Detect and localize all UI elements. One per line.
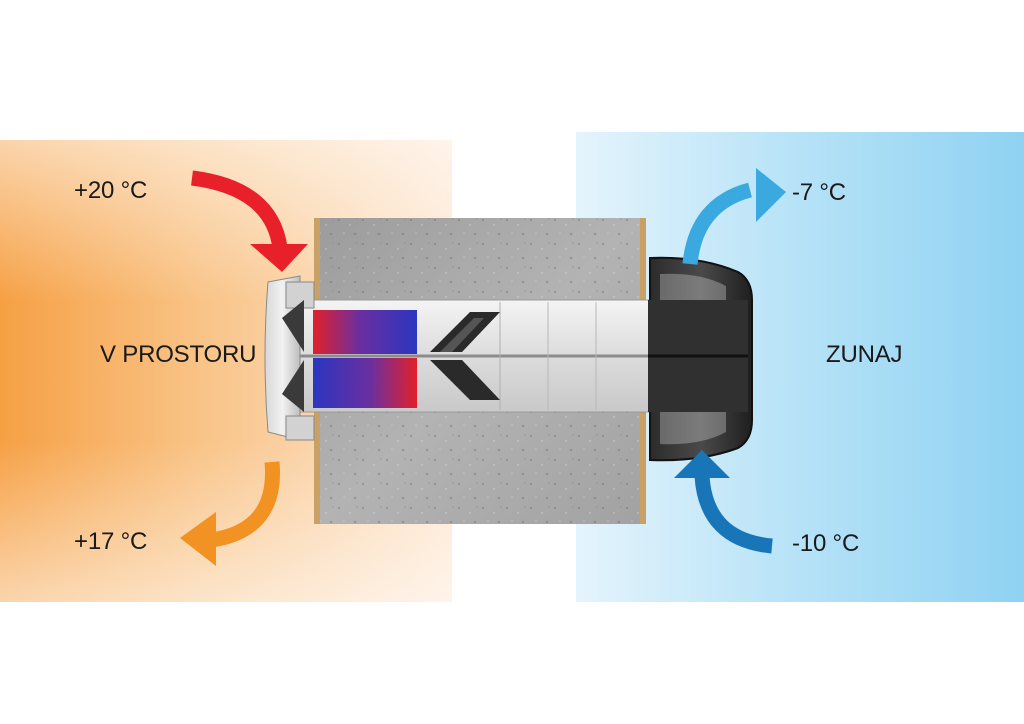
interior-grille [264,275,315,441]
indoor-supply-temperature: +17 °C [74,528,148,555]
cold-air-out-arrow [682,168,786,265]
indoor-intake-temperature: +20 °C [74,177,148,204]
outdoor-intake-temperature: -10 °C [792,530,860,557]
fan-unit [430,312,500,400]
outdoor-label: ZUNAJ [826,341,903,368]
exterior-hood [648,256,753,462]
cold-air-in-arrow [674,450,773,554]
heat-exchanger [313,310,417,408]
warm-air-in-arrow [190,170,308,272]
warm-air-out-arrow [180,461,280,566]
indoor-label: V PROSTORU [100,341,257,368]
outdoor-exhaust-temperature: -7 °C [792,179,846,206]
